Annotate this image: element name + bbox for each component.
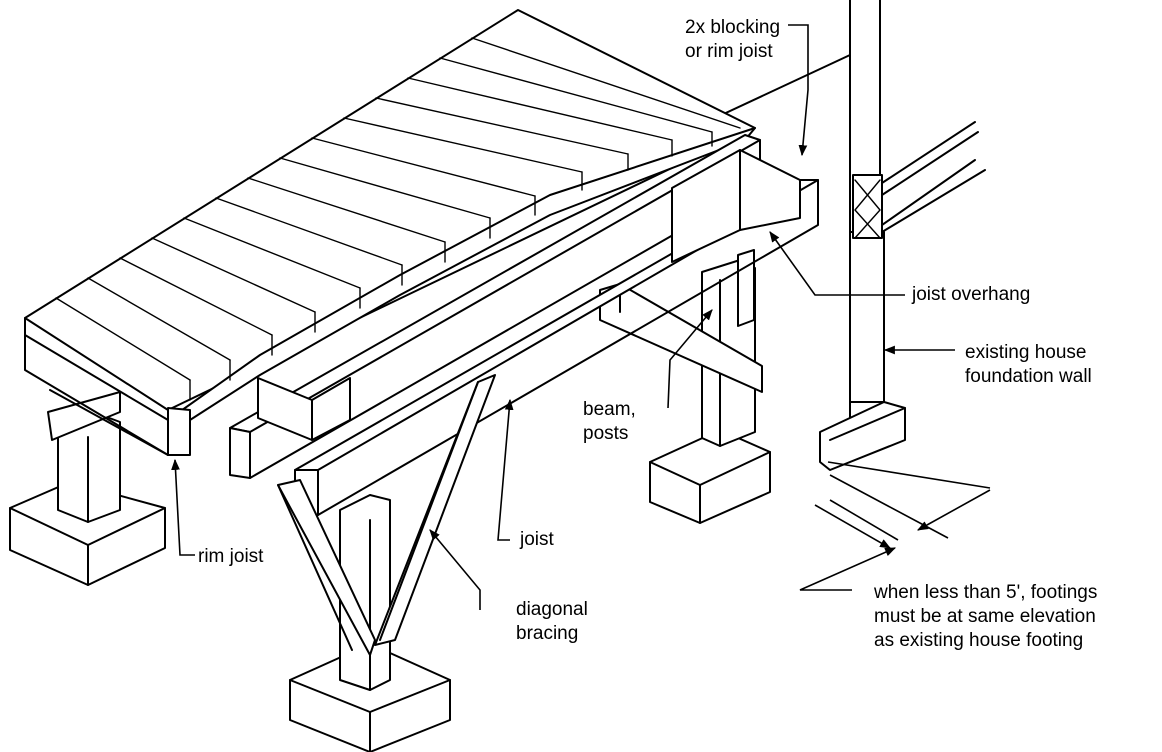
label-bracing-line2: bracing <box>516 623 578 644</box>
label-foundation-line1: existing house <box>965 342 1086 363</box>
label-note-line2: must be at same elevation <box>874 606 1096 627</box>
label-joist: joist <box>519 529 555 550</box>
label-note-line1: when less than 5', footings <box>873 582 1097 603</box>
rim-joist <box>49 389 191 456</box>
svg-text:beam,posts: beam, posts <box>583 399 636 444</box>
label-blocking-line2: or rim joist <box>685 41 773 62</box>
label-bracing-line1: diagonal <box>516 599 588 620</box>
label-note-line3: as existing house footing <box>874 630 1083 651</box>
diagonal-bracing <box>277 374 496 656</box>
label-foundation-wall: existing house foundation wall <box>965 342 1092 387</box>
post-footing-left <box>9 391 166 586</box>
label-rim-joist: rim joist <box>198 546 264 567</box>
joists <box>229 134 819 516</box>
label-blocking: 2x blocking or rim joist <box>685 17 780 62</box>
label-beam-line2: posts <box>583 423 628 444</box>
svg-text:joist: joist <box>519 529 555 550</box>
deck-boards <box>24 9 756 456</box>
leaders <box>171 24 991 610</box>
label-foundation-line2: foundation wall <box>965 366 1092 387</box>
label-beam-line1: beam, <box>583 399 636 420</box>
label-diagonal-bracing: diagonal bracing <box>516 599 588 644</box>
label-blocking-line1: 2x blocking <box>685 17 780 38</box>
svg-text:rim joist: rim joist <box>198 546 264 567</box>
label-joist-overhang: joist overhang <box>911 284 1030 305</box>
svg-text:joist overhang: joist overhang <box>911 284 1030 305</box>
label-footing-note: when less than 5', footings must be at sa… <box>873 582 1097 651</box>
existing-house-foundation-wall <box>699 0 986 471</box>
label-beam-posts: beam, posts <box>583 399 636 444</box>
